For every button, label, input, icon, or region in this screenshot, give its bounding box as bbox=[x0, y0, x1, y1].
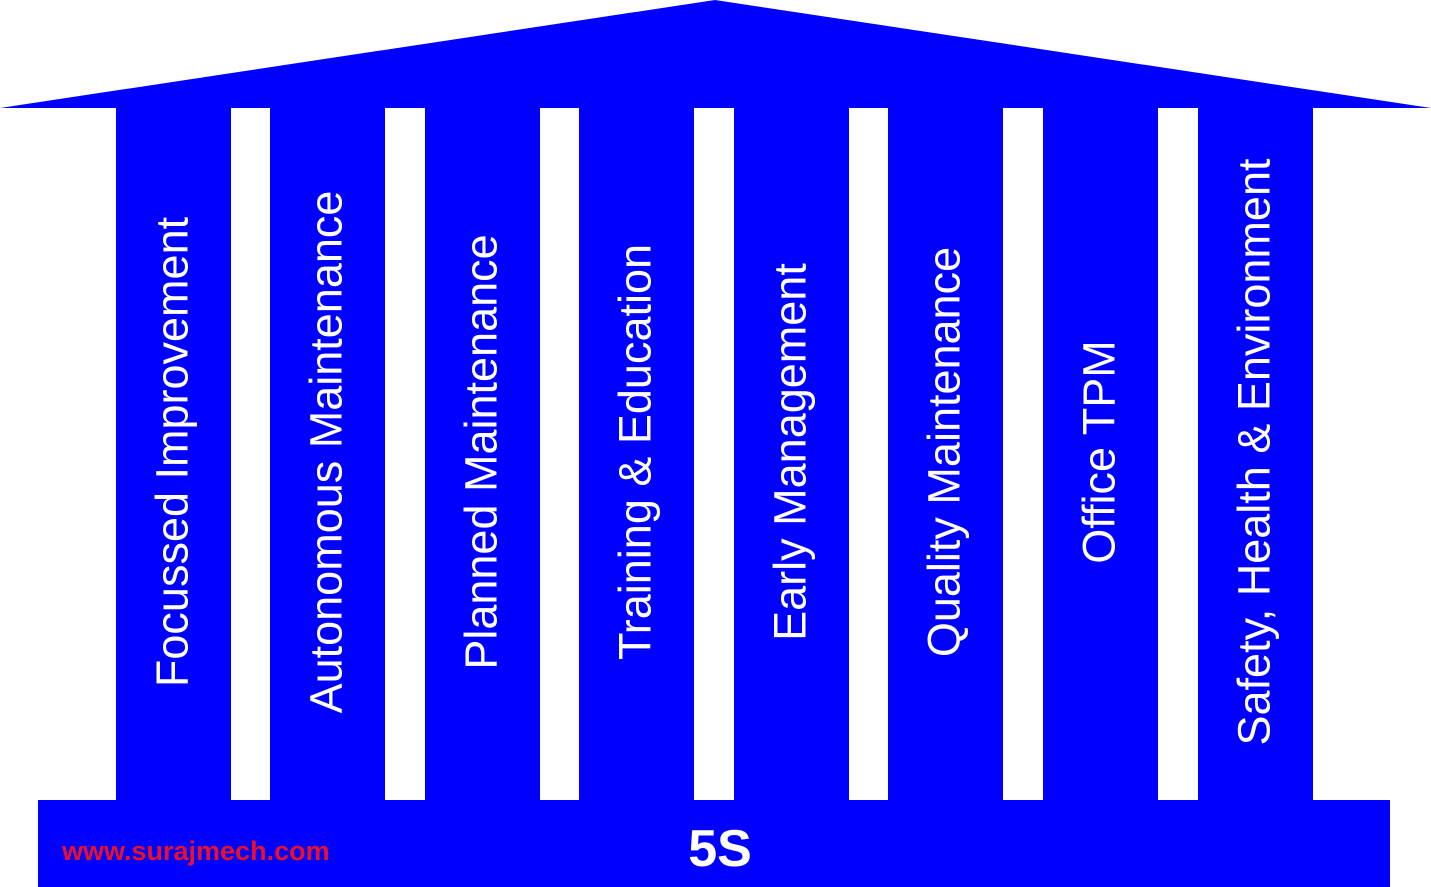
base-foundation bbox=[38, 800, 1390, 887]
pillar bbox=[1198, 100, 1313, 805]
pillar bbox=[579, 100, 694, 805]
pillar bbox=[1043, 100, 1158, 805]
pillar bbox=[116, 100, 231, 805]
pillar-label: Quality Maintenance bbox=[919, 247, 970, 657]
pillar-label: Early Management bbox=[765, 263, 816, 641]
pillar bbox=[888, 100, 1003, 805]
base-label: 5S bbox=[688, 820, 752, 878]
pillar-label: Training & Education bbox=[610, 244, 661, 660]
website-url: www.surajmech.com bbox=[61, 836, 330, 866]
pillar bbox=[425, 100, 540, 805]
pillar bbox=[734, 100, 849, 805]
pillar bbox=[270, 100, 385, 805]
pillar-label: Autonomous Maintenance bbox=[301, 191, 352, 714]
pillar-label: Planned Maintenance bbox=[456, 234, 507, 669]
pillar-label: Safety, Health & Environment bbox=[1229, 158, 1280, 745]
pillar-label: Office TPM bbox=[1074, 340, 1125, 563]
roof bbox=[0, 0, 1431, 108]
pillar-label: Focussed Improvement bbox=[147, 216, 198, 687]
